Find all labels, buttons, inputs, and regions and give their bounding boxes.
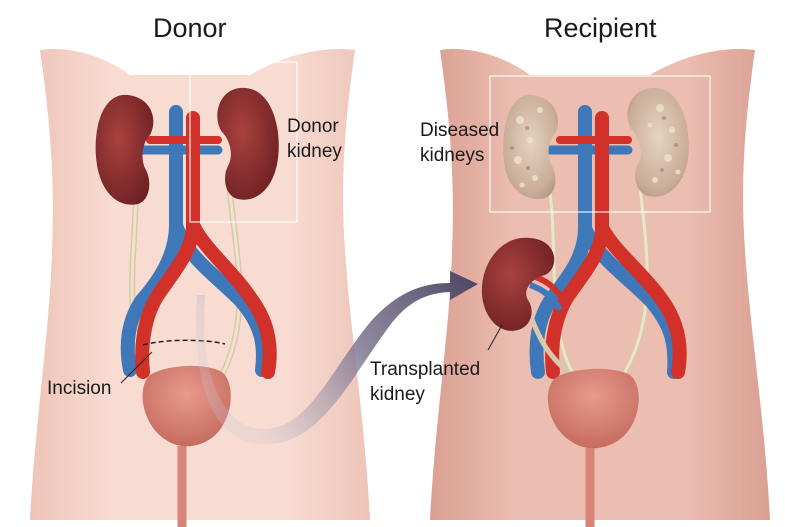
curved-arrow-icon (196, 271, 478, 445)
recipient-anatomy (481, 75, 711, 527)
transplanted-kidney-label-line1: Transplanted (370, 359, 481, 380)
donor-kidney-label-line2: kidney (287, 141, 342, 162)
incision-label: Incision (47, 378, 112, 399)
donor-left-kidney (95, 94, 154, 205)
donor-anatomy (95, 61, 298, 527)
diseased-kidneys-label-line2: kidneys (420, 145, 485, 166)
transplanted-kidney (481, 237, 555, 331)
donor-kidney (217, 87, 279, 200)
transplanted-kidney-label-line2: kidney (370, 384, 425, 405)
recipient-title: Recipient (544, 13, 657, 43)
donor-kidney-label-line1: Donor (287, 116, 339, 137)
diseased-kidneys-label-line1: Diseased (420, 120, 500, 141)
donor-title: Donor (153, 13, 227, 43)
recipient-right-diseased-kidney (627, 87, 689, 197)
